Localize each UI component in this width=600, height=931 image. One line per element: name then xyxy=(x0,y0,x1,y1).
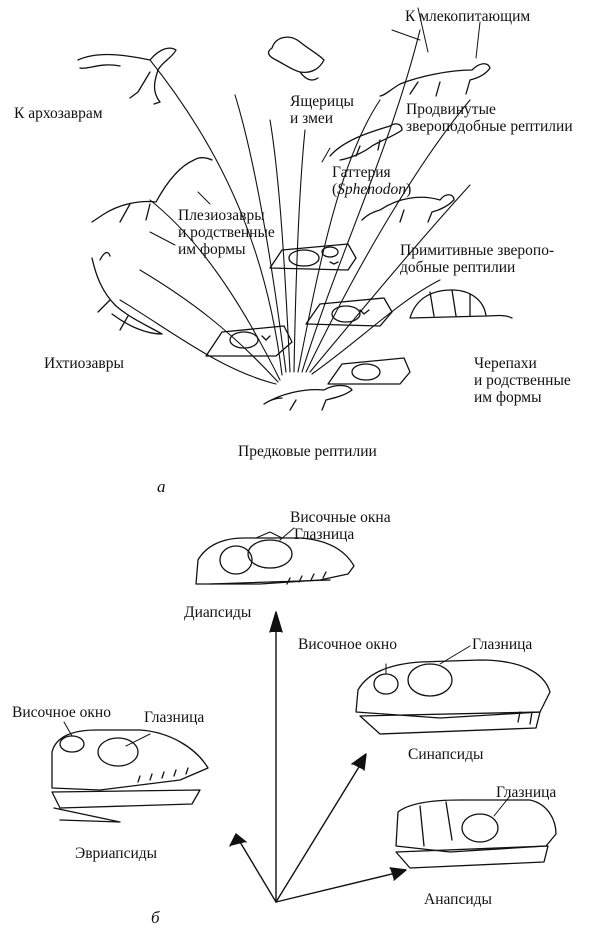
label-to-mammals: К млекопитающим xyxy=(405,8,531,25)
label-advanced-synapsids: Продвинутые звероподобные рептилии xyxy=(406,101,573,135)
skull-schematic-left xyxy=(205,325,293,357)
archosaur-animal xyxy=(77,47,177,105)
label-anapsid-orbit: Глазница xyxy=(496,784,557,801)
label-synapsids: Синапсиды xyxy=(408,746,484,763)
label-ichthyosaurs: Ихтиозавры xyxy=(44,355,124,372)
label-tuatara: Гаттерия (Sphenodon) xyxy=(332,164,412,198)
label-synapsid-orbit: Глазница xyxy=(472,636,533,653)
label-euryapsid-orbit: Глазница xyxy=(144,709,205,726)
skull-schematic-mid xyxy=(305,297,393,327)
plesiosaur-animal xyxy=(91,157,213,223)
label-turtles: Черепахи и родственные им формы xyxy=(474,355,571,406)
advanced-synapsid-animal xyxy=(361,194,455,223)
ancestral-reptile-animal xyxy=(263,384,353,411)
label-diapsids: Диапсиды xyxy=(184,604,252,621)
label-diapsid-windows: Височные окна xyxy=(290,509,391,526)
label-anapsids: Анапсиды xyxy=(424,891,492,908)
label-diapsid-orbit: Глазница xyxy=(294,526,355,543)
label-primitive-synapsids: Примитивные зверопо- добные рептилии xyxy=(400,242,555,276)
skull-schematic-low xyxy=(327,357,411,385)
lizard-animal xyxy=(267,36,325,81)
mammal-precursor-animal xyxy=(379,63,491,97)
arrows xyxy=(229,611,407,903)
label-ancestral-reptiles: Предковые рептилии xyxy=(238,443,377,460)
panel-letter-a: а xyxy=(157,477,166,496)
label-lizards: Ящерицы и змеи xyxy=(290,93,354,127)
skull-schematic-top xyxy=(269,243,357,271)
label-leaders xyxy=(149,7,481,246)
turtle-animal xyxy=(409,289,513,319)
ichthyosaur-animal xyxy=(91,251,163,335)
label-euryapsid-window: Височное окно xyxy=(12,704,111,721)
label-plesiosaurs: Плезиозавры и родственные им формы xyxy=(178,207,275,258)
synapsid-skull xyxy=(355,645,551,735)
label-euryapsids: Эвриапсиды xyxy=(75,845,158,862)
panel-letter-b: б xyxy=(151,908,160,927)
label-synapsid-window: Височное окно xyxy=(298,636,397,653)
label-to-archosaurs: К архозаврам xyxy=(14,105,103,122)
tuatara-animal xyxy=(329,123,403,161)
diapsid-skull xyxy=(195,527,355,585)
euryapsid-skull xyxy=(51,721,209,823)
anapsid-skull xyxy=(395,795,557,869)
